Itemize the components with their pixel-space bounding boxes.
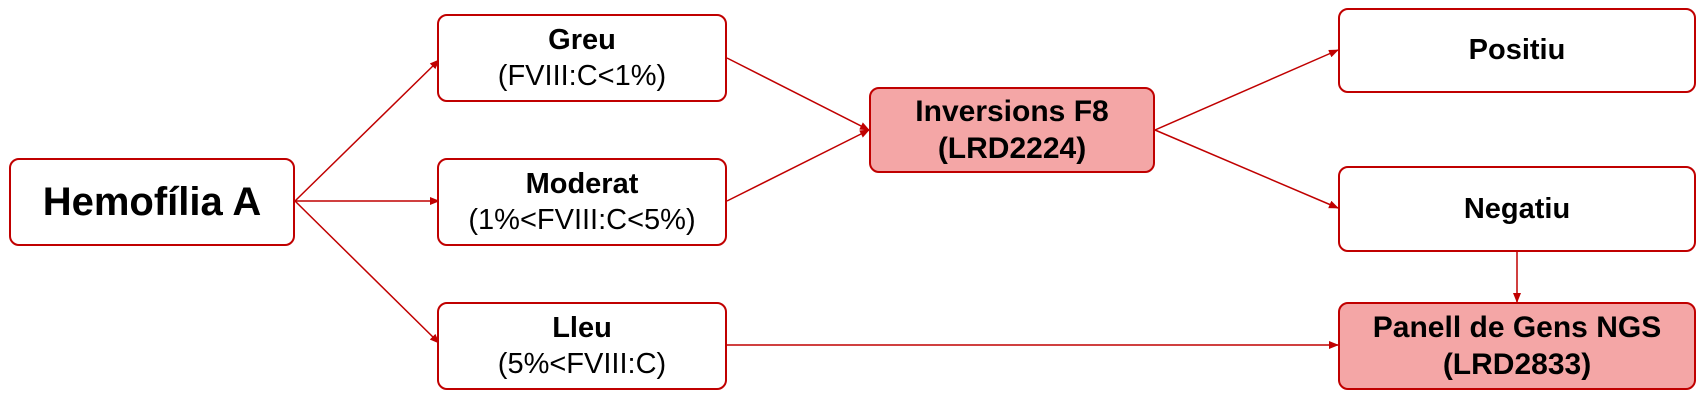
node-label: Positiu — [1468, 34, 1566, 67]
arrow-root-to-lleu — [294, 200, 440, 344]
node-sublabel: (1%<FVIII:C<5%) — [468, 204, 696, 236]
arrow-inversions-to-positiu — [1154, 49, 1339, 131]
node-lleu: Lleu (5%<FVIII:C) — [437, 302, 727, 390]
node-positiu: Positiu — [1338, 8, 1696, 93]
arrow-root-to-greu — [294, 59, 440, 202]
node-label: Negatiu — [1463, 192, 1571, 225]
node-label: Lleu — [552, 311, 612, 344]
node-label: Hemofília A — [42, 180, 262, 224]
node-label: Moderat — [525, 167, 639, 200]
node-greu: Greu (FVIII:C<1%) — [437, 14, 727, 102]
node-label: Greu — [548, 23, 616, 56]
node-sublabel: (LRD2224) — [937, 132, 1087, 165]
arrow-moderat-to-inversions — [726, 129, 870, 202]
node-moderat: Moderat (1%<FVIII:C<5%) — [437, 158, 727, 246]
node-sublabel: (FVIII:C<1%) — [497, 60, 667, 92]
node-label: Inversions F8 — [915, 94, 1109, 128]
node-sublabel: (LRD2833) — [1442, 348, 1592, 381]
node-panell-de-gens-ngs: Panell de Gens NGS (LRD2833) — [1338, 302, 1696, 390]
arrow-inversions-to-negatiu — [1154, 129, 1339, 209]
node-label: Panell de Gens NGS — [1372, 310, 1662, 344]
node-inversions-f8: Inversions F8 (LRD2224) — [869, 87, 1155, 173]
arrow-greu-to-inversions — [726, 57, 870, 131]
node-hemofilia-a: Hemofília A — [9, 158, 295, 246]
node-sublabel: (5%<FVIII:C) — [497, 348, 667, 380]
node-negatiu: Negatiu — [1338, 166, 1696, 252]
